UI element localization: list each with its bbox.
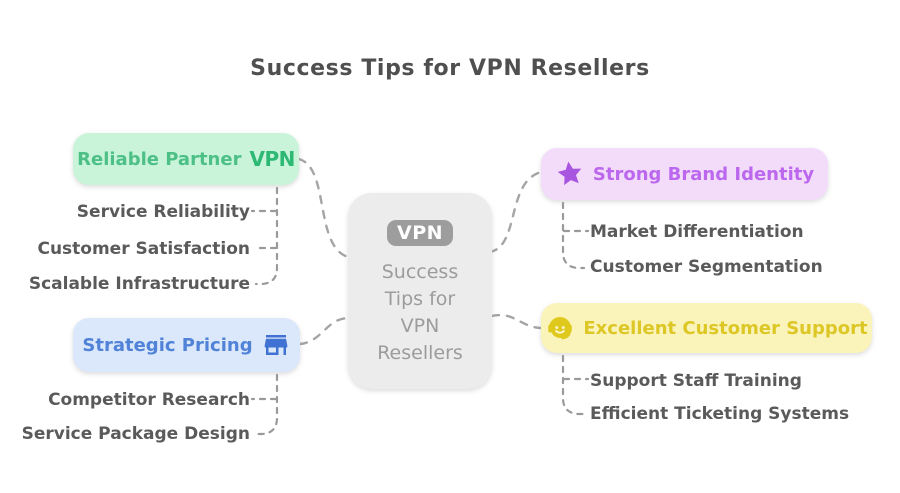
bracket-customer-support [561, 354, 586, 416]
bracket-reliable-partner [254, 186, 279, 286]
bracket-strategic-pricing [254, 373, 279, 436]
leaf-customer-segmentation[interactable]: Customer Segmentation [590, 257, 823, 277]
leaf-service-reliability[interactable]: Service Reliability [76, 202, 250, 222]
leaf-competitor-research[interactable]: Competitor Research [48, 390, 250, 410]
leaf-scalable-infrastructure[interactable]: Scalable Infrastructure [28, 274, 250, 294]
branch-strong-brand-identity[interactable]: Strong Brand Identity [541, 148, 828, 200]
leaf-customer-satisfaction[interactable]: Customer Satisfaction [37, 239, 250, 259]
page-title: Success Tips for VPN Resellers [250, 56, 650, 81]
center-node[interactable]: VPN Success Tips for VPN Resellers [348, 193, 492, 389]
branch-label: Excellent Customer Support [583, 317, 868, 339]
center-line: Tips for [384, 287, 456, 310]
branch-label: Strategic Pricing [82, 334, 253, 356]
support-agent-icon [545, 313, 575, 343]
connector-strategic-pricing [298, 316, 350, 346]
branch-label: Reliable Partner [77, 148, 242, 170]
branch-reliable-partner-vpn[interactable]: Reliable Partner VPN [73, 133, 299, 185]
store-icon [261, 330, 291, 360]
connector-customer-support [490, 313, 543, 330]
branch-label: Strong Brand Identity [592, 163, 815, 185]
branch-strategic-pricing[interactable]: Strategic Pricing [73, 318, 300, 372]
vpn-badge: VPN [386, 220, 454, 246]
vpn-logotype: VPN [249, 147, 295, 171]
branch-excellent-customer-support[interactable]: Excellent Customer Support [541, 303, 872, 353]
star-icon [555, 159, 585, 189]
leaf-market-differentiation[interactable]: Market Differentiation [590, 222, 804, 242]
center-line: VPN [400, 314, 440, 337]
connector-strong-brand [488, 170, 543, 254]
bracket-strong-brand [561, 201, 586, 270]
center-node-label: Success Tips for VPN Resellers [377, 259, 463, 367]
connector-reliable-partner [297, 157, 350, 259]
center-line: Success [381, 261, 459, 283]
leaf-service-package-design[interactable]: Service Package Design [21, 424, 250, 444]
center-line: Resellers [377, 341, 463, 364]
leaf-efficient-ticketing-systems[interactable]: Efficient Ticketing Systems [590, 404, 850, 424]
leaf-support-staff-training[interactable]: Support Staff Training [590, 371, 802, 391]
